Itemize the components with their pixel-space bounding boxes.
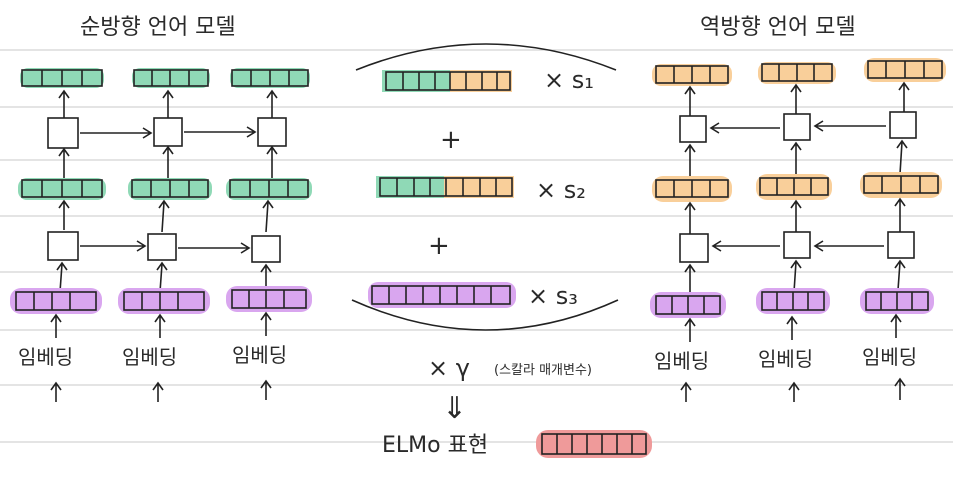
forward-lm (10, 68, 312, 402)
forward-embedding-vector (226, 286, 312, 312)
backward-lstm-cell (783, 231, 811, 259)
embedding-layer-vector (368, 282, 516, 308)
backward-lstm-cell (679, 233, 709, 263)
backward-hidden-vector (860, 172, 942, 198)
backward-embedding-label: 임베딩 (654, 349, 709, 373)
backward-embedding-label: 임베딩 (862, 345, 917, 369)
forward-embedding-label: 임베딩 (18, 345, 73, 369)
forward-hidden-vector (128, 178, 212, 200)
backward-embedding-label: 임베딩 (758, 347, 813, 371)
gamma-scalar: × γ (428, 354, 470, 382)
forward-embedding-vector (118, 288, 210, 314)
plus-sign: + (428, 231, 450, 261)
forward-output-vector (230, 68, 310, 88)
backward-model-title: 역방향 언어 모델 (700, 15, 856, 40)
plus-sign: + (440, 125, 462, 155)
backward-lstm-cell (887, 231, 915, 259)
backward-lstm-cell (783, 113, 811, 141)
scalar-s2: × s₂ (536, 176, 586, 204)
backward-embedding-vector (756, 288, 830, 314)
forward-hidden-vector (226, 178, 312, 200)
combined-layer-vector (376, 176, 514, 198)
backward-embedding-vector (860, 288, 934, 314)
backward-output-vector (864, 58, 946, 82)
backward-output-vector (652, 64, 732, 86)
forward-lstm-cell (257, 117, 287, 147)
forward-embedding-label: 임베딩 (232, 343, 287, 367)
backward-embedding-vector (650, 292, 726, 318)
forward-model-title: 순방향 언어 모델 (80, 15, 236, 40)
backward-hidden-vector (756, 174, 832, 200)
backward-lstm-cell (679, 115, 707, 143)
backward-hidden-vector (652, 176, 732, 202)
elmo-output-vector (536, 430, 652, 458)
forward-lstm-cell (251, 235, 281, 263)
forward-lstm-cell (153, 117, 183, 147)
forward-embedding-label: 임베딩 (122, 345, 177, 369)
combined-layer-vector (382, 70, 512, 92)
forward-lstm-cell (147, 233, 177, 261)
forward-output-vector (132, 68, 210, 88)
backward-lstm-cell (889, 111, 917, 139)
gamma-note: (스칼라 매개변수) (494, 363, 592, 378)
weighted-sum (351, 43, 652, 458)
forward-output-vector (20, 68, 104, 88)
down-arrow-icon: ⇓ (442, 391, 467, 426)
backward-output-vector (758, 62, 836, 84)
scalar-s1: × s₁ (544, 66, 594, 94)
forward-hidden-vector (18, 178, 106, 200)
backward-lm (650, 58, 946, 402)
forward-lstm-cell (47, 117, 79, 149)
elmo-representation-label: ELMo 표현 (382, 433, 488, 458)
scalar-s3: × s₃ (528, 282, 578, 310)
forward-lstm-cell (47, 231, 79, 261)
forward-embedding-vector (10, 288, 102, 314)
